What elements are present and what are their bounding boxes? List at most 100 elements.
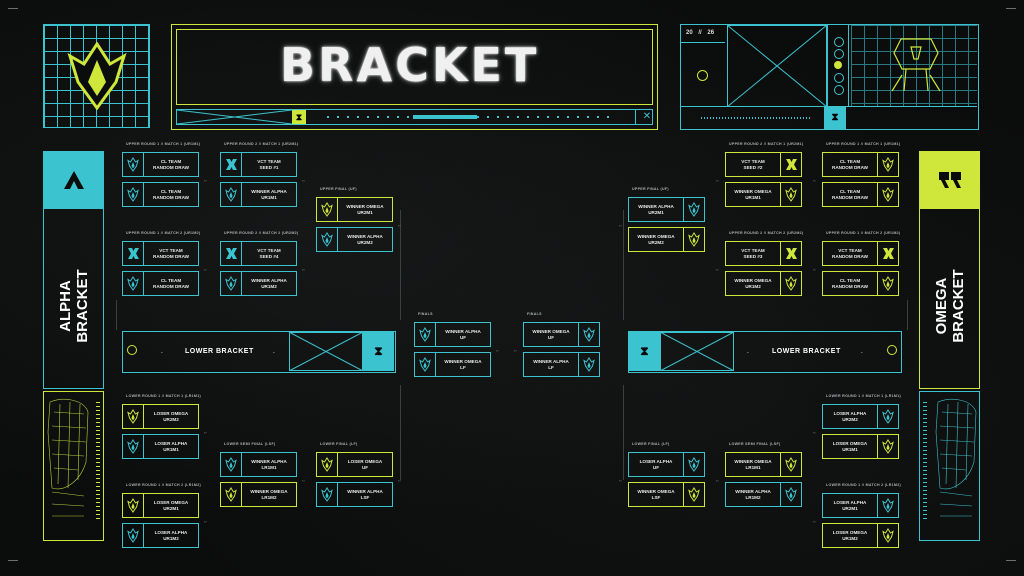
team-slot[interactable]: WINNER OMEGA LR1M2 [220,482,297,507]
team-name: VCT TEAM SEED #1 [257,159,281,170]
team-slot[interactable]: CL TEAM RANDOM DRAW [122,271,199,296]
team-slot[interactable]: WINNER OMEGA UR2M2 [628,227,705,252]
team-slot[interactable]: CL TEAM RANDOM DRAW [122,152,199,177]
team-slot[interactable]: WINNER OMEGA UR1M1 [725,182,802,207]
match-o-lsf[interactable]: WINNER OMEGA LR1M1 WINNER ALPHA LR1M2 [725,452,805,510]
team-slot[interactable]: VCT TEAM SEED #1 [220,152,297,177]
champions-logo-icon [882,157,894,172]
team-slot[interactable]: LOSER OMEGA UF [316,452,393,477]
team-slot[interactable]: WINNER ALPHA UF [414,322,491,347]
team-name: VCT TEAM SEED #3 [741,248,765,259]
team-name: WINNER ALPHA UR1M1 [251,189,287,200]
vct-x-icon [221,153,242,176]
match-a-ur1-m1[interactable]: CL TEAM RANDOM DRAW CL TEAM RANDOM DRAW [122,152,202,210]
team-slot[interactable]: LOSER OMEGA UR2M2 [122,404,199,429]
team-slot[interactable]: WINNER OMEGA UF [523,322,600,347]
team-slot[interactable]: LOSER OMEGA UR2M1 [122,493,199,518]
team-slot[interactable]: WINNER ALPHA LF [523,352,600,377]
team-slot[interactable]: WINNER ALPHA LR1M2 [725,482,802,507]
alpha-lower-bracket-bar[interactable]: LOWER BRACKET - - ⧗ [122,331,396,373]
match-a-uf[interactable]: WINNER OMEGA UR2M1 WINNER ALPHA UR2M2 [316,197,396,255]
round-label: LOWER SEMI FINAL (LSF) [224,442,276,446]
team-slot[interactable]: WINNER OMEGA LR1M1 [725,452,802,477]
team-name: LOSER ALPHA UR2M1 [833,500,867,511]
champions-logo-icon [583,357,595,372]
counter-sep: // [698,30,702,36]
team-slot[interactable]: LOSER ALPHA UF [628,452,705,477]
team-slot[interactable]: LOSER ALPHA UR1M1 [122,434,199,459]
match-o-ur1-m1[interactable]: CL TEAM RANDOM DRAW CL TEAM RANDOM DRAW [822,152,902,210]
omega-side-panel: OMEGA BRACKET [919,151,980,551]
champions-logo-icon [578,323,599,346]
team-slot[interactable]: VCT TEAM SEED #2 [725,152,802,177]
champions-logo-icon [688,457,700,472]
team-slot[interactable]: VCT TEAM SEED #3 [725,241,802,266]
team-slot[interactable]: WINNER ALPHA UR2M2 [316,227,393,252]
match-o-ur1-m2[interactable]: VCT TEAM RANDOM DRAW CL TEAM RANDOM DRAW [822,241,902,299]
team-name: WINNER ALPHA LF [533,359,569,370]
team-slot[interactable]: LOSER ALPHA UR2M2 [822,404,899,429]
match-finals-left[interactable]: WINNER ALPHA UF WINNER OMEGA LF [414,322,494,380]
match-a-lsf[interactable]: WINNER ALPHA LR1M1 WINNER OMEGA LR1M2 [220,452,300,510]
team-slot[interactable]: LOSER ALPHA UR2M1 [822,493,899,518]
champions-logo-icon [683,483,704,506]
team-slot[interactable]: CL TEAM RANDOM DRAW [822,182,899,207]
champions-logo-icon [683,228,704,251]
team-slot[interactable]: VCT TEAM RANDOM DRAW [822,241,899,266]
match-a-lf[interactable]: LOSER OMEGA UF WINNER ALPHA LSF [316,452,396,510]
champions-logo-icon [127,528,139,543]
team-slot[interactable]: WINNER ALPHA LR1M1 [220,452,297,477]
round-label: UPPER ROUND 1 // MATCH 2 (UR1M2) [126,231,201,235]
match-a-lr1-m1[interactable]: LOSER OMEGA UR2M2 LOSER ALPHA UR1M1 [122,404,202,462]
team-slot[interactable]: CL TEAM RANDOM DRAW [822,271,899,296]
team-name: WINNER OMEGA LF [444,359,482,370]
match-a-ur2-m2[interactable]: VCT TEAM SEED #4 WINNER ALPHA UR1M2 [220,241,300,299]
match-a-ur2-m1[interactable]: VCT TEAM SEED #1 WINNER ALPHA UR1M1 [220,152,300,210]
round-label: UPPER ROUND 1 // MATCH 2 (UR1M2) [826,231,901,235]
team-name: WINNER ALPHA LR1M2 [735,489,771,500]
match-o-lf[interactable]: LOSER ALPHA UF WINNER OMEGA LSF [628,452,708,510]
team-slot[interactable]: WINNER OMEGA UR1M2 [725,271,802,296]
team-slot[interactable]: WINNER ALPHA UR1M2 [220,271,297,296]
champions-logo-icon [877,405,898,428]
team-slot[interactable]: LOSER OMEGA UR1M2 [822,523,899,548]
champions-logo-icon [688,232,700,247]
match-o-lr1-m1[interactable]: LOSER ALPHA UR2M2 LOSER OMEGA UR1M1 [822,404,902,462]
team-name: LOSER OMEGA UR1M2 [832,530,868,541]
champions-logo-icon [877,272,898,295]
team-slot[interactable]: WINNER ALPHA UR2M1 [628,197,705,222]
team-slot[interactable]: CL TEAM RANDOM DRAW [122,182,199,207]
match-o-ur2-m2[interactable]: VCT TEAM SEED #3 WINNER OMEGA UR1M2 [725,241,805,299]
champions-logo-icon [317,483,338,506]
match-o-lr1-m2[interactable]: LOSER ALPHA UR2M1 LOSER OMEGA UR1M2 [822,493,902,551]
match-a-ur1-m2[interactable]: VCT TEAM RANDOM DRAW CL TEAM RANDOM DRAW [122,241,202,299]
team-name: WINNER ALPHA LR1M1 [251,459,287,470]
champions-logo-icon [882,498,894,513]
champions-logo-icon [123,272,144,295]
team-slot[interactable]: WINNER OMEGA LSF [628,482,705,507]
chevron-icon: ‹‹ [514,348,517,353]
champions-logo-icon [225,487,237,502]
team-slot[interactable]: VCT TEAM SEED #4 [220,241,297,266]
champions-logo-icon [321,202,333,217]
match-o-ur2-m1[interactable]: VCT TEAM SEED #2 WINNER OMEGA UR1M1 [725,152,805,210]
target-icon [697,70,708,81]
team-slot[interactable]: WINNER OMEGA LF [414,352,491,377]
match-a-lr1-m2[interactable]: LOSER OMEGA UR2M1 LOSER ALPHA UR1M2 [122,493,202,551]
alpha-logo-icon [43,151,104,209]
team-slot[interactable]: WINNER ALPHA LSF [316,482,393,507]
team-slot[interactable]: LOSER ALPHA UR1M2 [122,523,199,548]
omega-lower-bracket-bar[interactable]: ⧗ - LOWER BRACKET - [628,331,902,373]
team-slot[interactable]: WINNER ALPHA UR1M1 [220,182,297,207]
match-o-uf[interactable]: WINNER ALPHA UR2M1 WINNER OMEGA UR2M2 [628,197,708,255]
chevron-icon: ›› [398,478,401,483]
match-finals-right[interactable]: WINNER OMEGA UF WINNER ALPHA LF [523,322,603,380]
champions-logo-icon [780,183,801,206]
chevron-icon: ‹‹ [619,223,622,228]
team-name: WINNER ALPHA LSF [347,489,383,500]
team-slot[interactable]: CL TEAM RANDOM DRAW [822,152,899,177]
team-slot[interactable]: VCT TEAM RANDOM DRAW [122,241,199,266]
team-slot[interactable]: WINNER OMEGA UR2M1 [316,197,393,222]
team-name: VCT TEAM RANDOM DRAW [832,248,868,259]
team-slot[interactable]: LOSER OMEGA UR1M1 [822,434,899,459]
